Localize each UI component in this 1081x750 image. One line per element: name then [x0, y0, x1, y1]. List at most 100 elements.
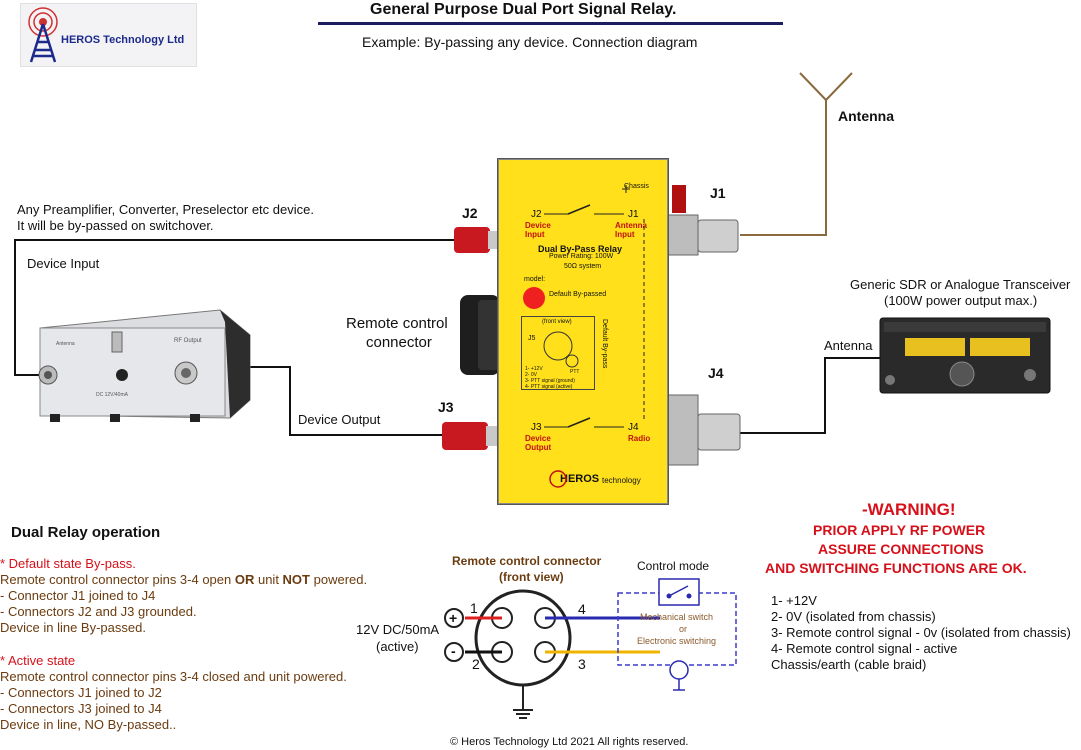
- company-logo: HEROS Technology Ltd: [20, 3, 197, 67]
- pin3-label: 3: [578, 656, 586, 672]
- box-ptt: PTT: [570, 369, 580, 375]
- pin4-label: 4: [578, 601, 586, 617]
- box-front-view: (front view): [542, 319, 572, 325]
- default-state-line1: Remote control connector pins 3-4 open O…: [0, 572, 368, 587]
- box-antenna-input-l1: Antenna: [615, 221, 647, 230]
- box-device-input-l2: Input: [525, 230, 545, 239]
- pin1-label: 1: [470, 600, 478, 616]
- page-title: General Purpose Dual Port Signal Relay.: [370, 1, 677, 18]
- pin-legend-3: 3- Remote control signal - 0v (isolated …: [771, 625, 1071, 640]
- box-system: 50Ω system: [564, 263, 602, 270]
- minus-label: -: [451, 643, 456, 659]
- box-j1-label: J1: [628, 209, 639, 220]
- footer-copyright: © Heros Technology Ltd 2021 All rights r…: [450, 736, 689, 748]
- j2-label: J2: [462, 205, 478, 221]
- box-j5: J5: [528, 335, 536, 342]
- transceiver-icon: [879, 317, 1051, 394]
- pinout-title-line1: Remote control connector: [452, 554, 602, 568]
- device-desc-line2: It will be by-passed on switchover.: [17, 218, 214, 233]
- active-state-line1: Remote control connector pins 3-4 closed…: [0, 669, 347, 684]
- warning-line1: -WARNING!: [862, 500, 956, 519]
- warning-line3: ASSURE CONNECTIONS: [818, 541, 984, 557]
- active-state-title: * Active state: [0, 653, 76, 668]
- box-default-bypassed: Default By-passed: [549, 291, 607, 298]
- device-dc-label: DC 12V/40mA: [96, 392, 128, 398]
- device-input-cable: [14, 239, 455, 376]
- default-state-title: * Default state By-pass.: [0, 556, 136, 571]
- box-power: Power Rating: 100W: [549, 253, 614, 260]
- j4-connector-icon: [667, 394, 741, 466]
- radio-cable: [740, 357, 880, 434]
- transceiver-antenna-label: Antenna: [824, 338, 873, 353]
- j3-connector-icon: [442, 422, 500, 450]
- chassis-label: Chassis: [624, 183, 649, 190]
- default-state-line2: - Connector J1 joined to J4: [0, 588, 156, 603]
- box-pin-3: 3- PTT signal (ground): [525, 378, 575, 384]
- operation-heading: Dual Relay operation: [11, 524, 161, 541]
- active-state-line3: - Connectors J3 joined to J4: [0, 701, 162, 716]
- box-logo-icon: [549, 470, 567, 488]
- box-j3-label: J3: [531, 422, 542, 433]
- default-state-line3: - Connectors J2 and J3 grounded.: [0, 604, 197, 619]
- j4-label: J4: [708, 365, 724, 381]
- relay-schematic: [543, 185, 645, 488]
- mech-switch-label: Mechanical switch: [640, 612, 714, 622]
- box-j2-label: J2: [531, 209, 542, 220]
- status-led-icon: [523, 287, 545, 309]
- title-underline: [318, 22, 783, 25]
- control-mode-label: Control mode: [637, 559, 710, 573]
- device-antenna-label: Antenna: [56, 341, 75, 347]
- j2-connector-icon: [454, 227, 502, 253]
- plus-terminal-icon: [444, 608, 464, 628]
- pin-legend-5: Chassis/earth (cable braid): [771, 657, 927, 672]
- box-j4-label: J4: [628, 422, 639, 433]
- device-input-label: Device Input: [27, 256, 100, 271]
- logo-text: HEROS Technology Ltd: [61, 34, 185, 46]
- transceiver-line1: Generic SDR or Analogue Transceiver: [850, 277, 1071, 292]
- antenna-icon: [740, 72, 853, 236]
- device-desc-line1: Any Preamplifier, Converter, Preselector…: [17, 202, 314, 217]
- box-pin-1: 1- +12V: [525, 366, 543, 372]
- pin-legend-2: 2- 0V (isolated from chassis): [771, 609, 936, 624]
- warning-line4: AND SWITCHING FUNCTIONS ARE OK.: [765, 560, 1027, 576]
- active-state-line4: Device in line, NO By-passed..: [0, 717, 177, 732]
- supply-line1: 12V DC/50mA: [356, 622, 440, 637]
- transistor-icon: [669, 660, 689, 691]
- pinout-connector-icon: [474, 589, 572, 719]
- j1-connector-icon: [667, 185, 739, 256]
- pinout-title-line2: (front view): [499, 570, 564, 584]
- box-device-output-l2: Output: [525, 443, 552, 452]
- j1-label: J1: [710, 185, 726, 201]
- switch-icon: [658, 578, 700, 606]
- elec-switch-label: Electronic switching: [637, 636, 717, 646]
- remote-label-line2: connector: [366, 334, 432, 351]
- device-output-label: Device Output: [298, 412, 381, 427]
- plus-label: +: [449, 610, 458, 626]
- pin2-label: 2: [472, 656, 480, 672]
- antenna-label: Antenna: [838, 108, 894, 124]
- box-pinout-panel: [521, 316, 595, 390]
- box-pin-4: 4- PTT signal (active): [525, 384, 573, 390]
- box-radio: Radio: [628, 434, 651, 443]
- active-state-line2: - Connectors J1 joined to J2: [0, 685, 162, 700]
- transceiver-line2: (100W power output max.): [884, 293, 1038, 308]
- box-antenna-input-l2: Input: [615, 230, 635, 239]
- pin-legend-1: 1- +12V: [771, 593, 817, 608]
- or-label: or: [679, 624, 688, 634]
- page-subtitle: Example: By-passing any device. Connecti…: [362, 34, 698, 50]
- box-brand-suffix: technology: [602, 476, 641, 485]
- box-device-input-l1: Device: [525, 221, 551, 230]
- minus-terminal-icon: [444, 642, 464, 662]
- j3-label: J3: [438, 399, 454, 415]
- device-enclosure: [38, 309, 251, 422]
- supply-line2: (active): [376, 639, 419, 654]
- box-title: Dual By-Pass Relay: [538, 244, 623, 254]
- box-brand: HEROS: [560, 473, 600, 485]
- default-state-line4: Device in line By-passed.: [0, 620, 146, 635]
- device-rf-output-label: RF Output: [174, 338, 202, 344]
- box-pin-2: 2- 0V: [525, 372, 537, 378]
- box-model: model:: [524, 276, 546, 283]
- pin-legend-4: 4- Remote control signal - active: [771, 641, 958, 656]
- tower-logo-icon: [28, 7, 58, 63]
- box-device-output-l1: Device: [525, 434, 551, 443]
